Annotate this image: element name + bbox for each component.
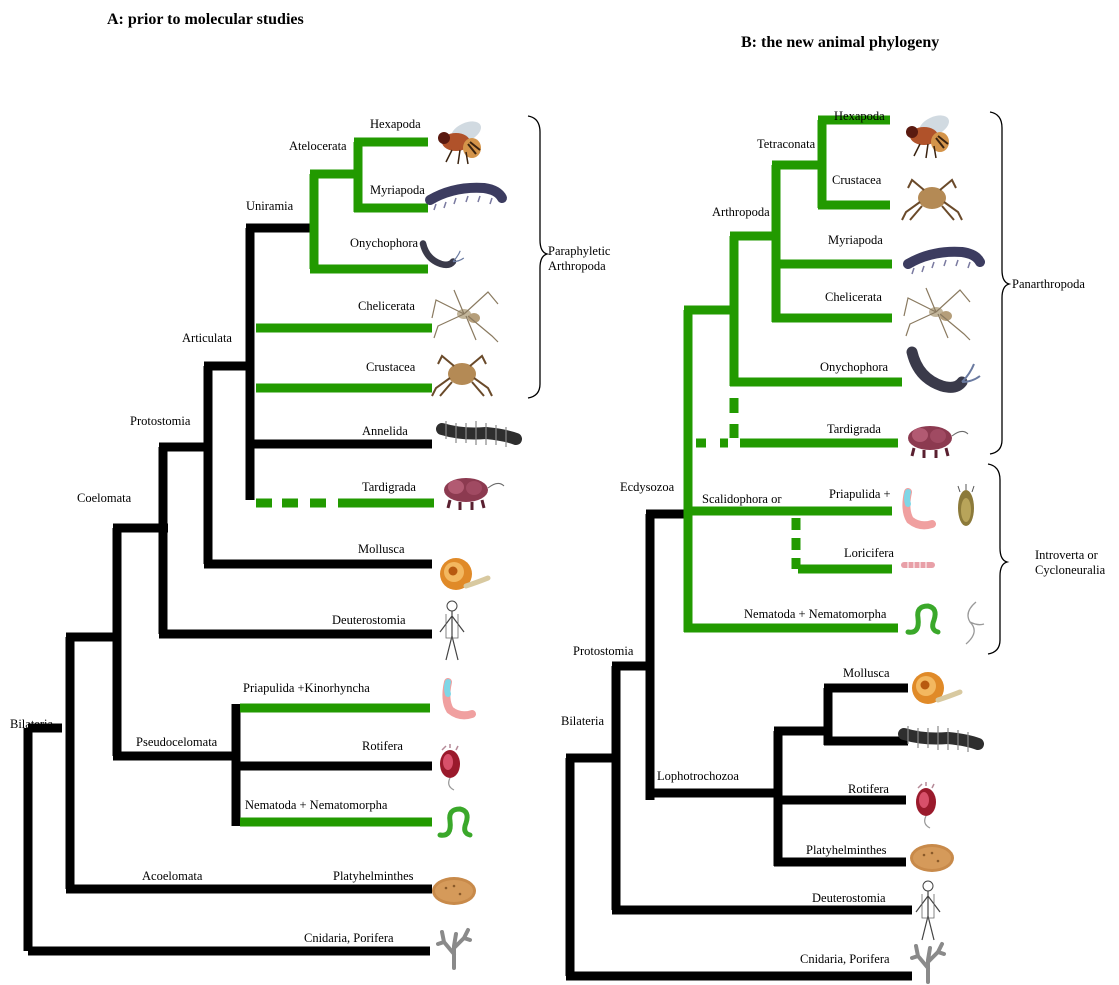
loricifera-icon xyxy=(904,562,932,568)
taxon-label: Deuterostomia xyxy=(332,613,406,627)
taxon-label: Hexapoda xyxy=(834,109,885,123)
node-label: Coelomata xyxy=(77,491,132,505)
taxon-label: Myriapoda xyxy=(828,233,883,247)
node-label: Lophotrochozoa xyxy=(657,769,739,783)
panel-a-title: A: prior to molecular studies xyxy=(107,11,304,28)
node-label: Atelocerata xyxy=(289,139,347,153)
flatworm-icon xyxy=(432,877,476,905)
node-label: Articulata xyxy=(182,331,232,345)
taxon-label: Platyhelminthes xyxy=(806,843,887,857)
taxon-label: Rotifera xyxy=(362,739,403,753)
taxon-label: Loricifera xyxy=(844,546,894,560)
panel-a-node-labels: Atelocerata Uniramia Articulata Protosto… xyxy=(10,139,347,883)
panel-b-bracket-upper xyxy=(990,112,1009,454)
bracket-label: Arthropoda xyxy=(548,259,606,273)
nematode-icon xyxy=(440,809,470,835)
taxon-label: Crustacea xyxy=(832,173,882,187)
rotifer-icon xyxy=(440,744,460,790)
sponge-icon xyxy=(438,930,470,968)
tardigrade-icon xyxy=(908,426,968,458)
node-label: Uniramia xyxy=(246,199,294,213)
human-icon xyxy=(916,881,940,940)
taxon-label: Mollusca xyxy=(358,542,405,556)
taxon-label: Nematoda + Nematomorpha xyxy=(744,607,887,621)
panel-b-title: B: the new animal phylogeny xyxy=(741,34,939,51)
fly-icon xyxy=(438,117,484,164)
priapulid-icon xyxy=(446,682,472,715)
node-label: Pseudocelomata xyxy=(136,735,218,749)
node-label: Bilateria xyxy=(10,717,53,731)
bracket-label: Introverta or xyxy=(1035,548,1099,562)
panel-a: A: prior to molecular studies Atelocerat… xyxy=(10,11,611,951)
node-label: Protostomia xyxy=(130,414,191,428)
priapulid-icon xyxy=(906,492,932,525)
panel-a-bracket xyxy=(528,116,547,398)
panel-b-icons xyxy=(902,111,984,982)
spider-icon xyxy=(904,288,970,340)
taxon-label: Chelicerata xyxy=(825,290,882,304)
tardigrade-icon xyxy=(444,478,504,510)
taxon-label: Nematoda + Nematomorpha xyxy=(245,798,388,812)
taxon-label: Myriapoda xyxy=(370,183,425,197)
crab-icon xyxy=(902,180,962,220)
taxon-label: Priapulida +Kinorhyncha xyxy=(243,681,370,695)
node-label: Acoelomata xyxy=(142,869,203,883)
snail-icon xyxy=(912,672,960,704)
polychaete-icon xyxy=(442,421,516,447)
bracket-label: Paraphyletic xyxy=(548,244,611,258)
polychaete-icon xyxy=(904,726,978,752)
velvet-worm-icon xyxy=(423,244,464,265)
panel-a-icons xyxy=(423,117,516,968)
kinorhynch-icon xyxy=(958,484,974,526)
taxon-label: Cnidaria, Porifera xyxy=(800,952,890,966)
taxon-label: Hexapoda xyxy=(370,117,421,131)
taxon-label: Priapulida + xyxy=(829,487,891,501)
velvet-worm-icon xyxy=(912,352,980,387)
fly-icon xyxy=(906,111,952,158)
millipede-icon xyxy=(908,252,980,274)
taxon-label: Annelida xyxy=(842,734,888,748)
bracket-label: Cycloneuralia xyxy=(1035,563,1106,577)
panel-b-bracket-lower xyxy=(988,464,1007,654)
rotifer-icon xyxy=(916,782,936,828)
taxon-label: Tardigrada xyxy=(362,480,416,494)
spider-icon xyxy=(432,290,498,342)
crab-icon xyxy=(432,356,492,396)
nematode-icon xyxy=(908,606,938,632)
node-label: Bilateria xyxy=(561,714,604,728)
snail-icon xyxy=(440,558,488,590)
taxon-label: Onychophora xyxy=(350,236,418,250)
taxon-label: Tardigrada xyxy=(827,422,881,436)
taxon-label: Annelida xyxy=(362,424,408,438)
taxon-label: Chelicerata xyxy=(358,299,415,313)
taxon-label: Deuterostomia xyxy=(812,891,886,905)
human-icon xyxy=(440,601,464,660)
node-label: Ecdysozoa xyxy=(620,480,675,494)
node-label: Tetraconata xyxy=(757,137,816,151)
panel-b: B: the new animal phylogeny Tetraconata … xyxy=(561,34,1106,976)
node-label: Protostomia xyxy=(573,644,634,658)
sponge-icon xyxy=(912,944,944,982)
millipede-icon xyxy=(430,188,502,210)
taxon-label: Cnidaria, Porifera xyxy=(304,931,394,945)
node-label: Scalidophora or xyxy=(702,492,782,506)
taxon-label: Mollusca xyxy=(843,666,890,680)
taxon-label: Crustacea xyxy=(366,360,416,374)
taxon-label: Onychophora xyxy=(820,360,888,374)
horsehair-worm-icon xyxy=(966,602,984,644)
node-label: Arthropoda xyxy=(712,205,770,219)
bracket-label: Panarthropoda xyxy=(1012,277,1085,291)
flatworm-icon xyxy=(910,844,954,872)
taxon-label: Rotifera xyxy=(848,782,889,796)
taxon-label: Platyhelminthes xyxy=(333,869,414,883)
